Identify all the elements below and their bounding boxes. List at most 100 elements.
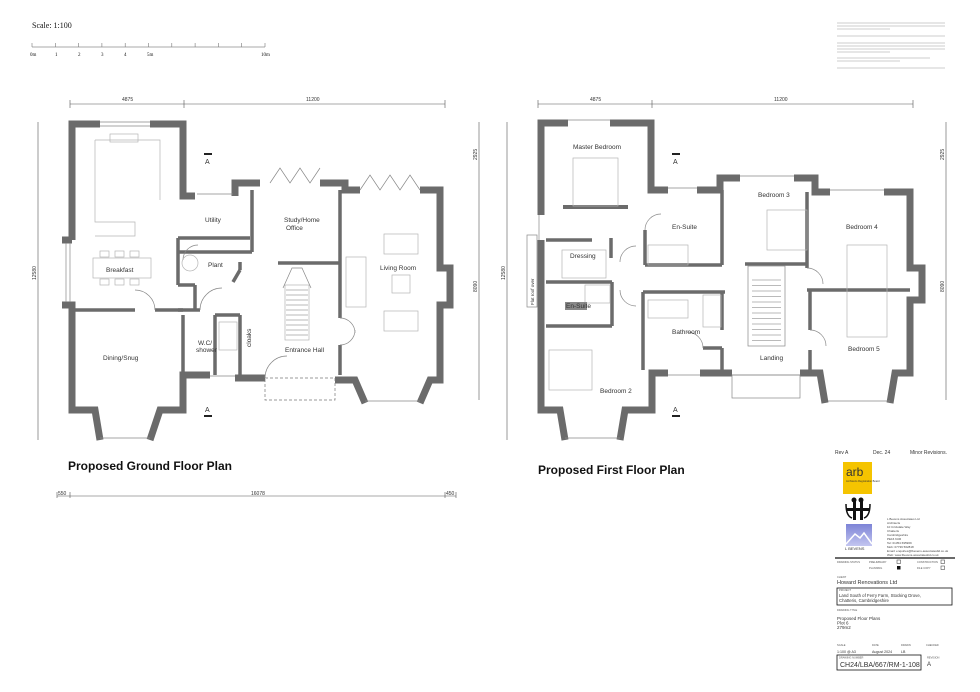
- arb-logo-mark: arb: [846, 465, 864, 479]
- flat-roof-note: Flat roof over: [530, 278, 535, 305]
- room-bathroom: Bathroom: [672, 329, 700, 336]
- room-en-suite-main: En-Suite: [672, 224, 697, 231]
- revision-value: A: [927, 662, 931, 668]
- scale-tick-5: 5m: [147, 53, 154, 58]
- address-line: Cambridgeshire: [887, 533, 909, 537]
- ff-dim-right-bottom: 8090: [940, 281, 946, 292]
- scale-tick-3: 3: [101, 53, 104, 58]
- scale-title: Scale: 1:100: [32, 21, 72, 30]
- room-breakfast: Breakfast: [106, 267, 134, 274]
- drawing-title-2: Plot 6: [837, 621, 849, 626]
- gf-section-marker-bottom: A: [205, 407, 210, 414]
- room-study-2: Office: [286, 225, 303, 232]
- gf-plan-title: Proposed Ground Floor Plan: [68, 459, 232, 473]
- ff-section-marker-bottom: A: [673, 407, 678, 414]
- project-line-1: Land South of Ferry Farm, Stocking Drove…: [839, 593, 921, 598]
- room-dressing: Dressing: [570, 253, 596, 260]
- date-value: August 2024: [872, 650, 892, 654]
- status-file-copy-checkbox[interactable]: [940, 565, 945, 570]
- drawing-number-label: DRAWING NUMBER: [839, 656, 864, 660]
- room-entrance-hall: Entrance Hall: [285, 347, 325, 354]
- ground-floor-plan: 4875 11200 12580 2925 8090: [32, 97, 480, 498]
- room-cloaks: cloaks: [246, 328, 253, 347]
- address-line: Tel: 01354 695969: [887, 541, 912, 545]
- room-living: Living Room: [380, 265, 416, 272]
- drawing-status-label: DRAWING STATUS: [837, 560, 860, 564]
- address-line: Mob: 07739 562818: [887, 545, 914, 549]
- address-line: Chatteris: [887, 529, 900, 533]
- room-wc-shower-2: shower: [196, 347, 218, 354]
- revision-id: Rev A: [835, 450, 849, 456]
- status-file-copy: FILE COPY: [917, 566, 931, 570]
- room-bedroom-2: Bedroom 2: [600, 388, 632, 395]
- scale-tick-4: 4: [124, 53, 127, 58]
- room-plant: Plant: [208, 262, 223, 269]
- project-label: PROJECT: [839, 588, 852, 592]
- gf-dim-top-right: 11200: [306, 97, 320, 103]
- ff-plan-title: Proposed First Floor Plan: [538, 463, 685, 477]
- room-utility: Utility: [205, 217, 222, 224]
- address-line: Architects: [887, 521, 901, 525]
- gf-section-marker-top: A: [205, 159, 210, 166]
- scale-tick-2: 2: [78, 53, 81, 58]
- arb-logo: arb Architects Registration Board: [843, 462, 880, 494]
- room-bedroom-4: Bedroom 4: [846, 224, 878, 231]
- room-bedroom-3: Bedroom 3: [758, 192, 790, 199]
- drawn-label: DRAWN: [901, 643, 911, 647]
- arb-logo-text: Architects Registration Board: [846, 479, 880, 483]
- l-bevens-logo: L BEVENS: [845, 524, 873, 551]
- room-study-1: Study/Home: [284, 217, 320, 224]
- scale-bar: Scale: 1:100 0m 1 2 3 4 5m 10m: [30, 21, 270, 58]
- scale-tick-10: 10m: [261, 53, 270, 58]
- gf-dim-right-top: 2925: [473, 149, 479, 160]
- status-construction-checkbox[interactable]: [940, 559, 945, 564]
- scale-tick-0: 0m: [30, 53, 37, 58]
- scale-tick-1: 1: [55, 53, 58, 58]
- status-preliminary: PRELIMINARY: [869, 560, 887, 564]
- room-wc-shower-1: W.C/: [198, 340, 212, 347]
- drawn-value: LB: [901, 650, 906, 654]
- ff-dim-left: 12580: [501, 266, 507, 280]
- project-line-2: Chatteris, Cambridgeshire: [839, 598, 890, 603]
- ff-dim-top-right: 11200: [774, 97, 788, 103]
- gf-dim-bottom-mid: 16078: [251, 491, 265, 497]
- scale-label: SCALE: [837, 643, 846, 647]
- address-line: 10 Crickdale Way: [887, 525, 911, 529]
- drawing-number: CH24/LBA/667/RM-1-108: [840, 662, 920, 669]
- scale-value: 1:100 @ A3: [837, 650, 856, 654]
- room-master-bedroom: Master Bedroom: [573, 144, 621, 151]
- ff-dim-top-left: 4875: [590, 97, 601, 103]
- room-landing: Landing: [760, 355, 784, 362]
- status-construction: CONSTRUCTION: [917, 560, 938, 564]
- l-bevens-logo-text: L BEVENS: [845, 546, 865, 551]
- room-en-suite-2: En-Suite: [566, 303, 591, 310]
- drawing-title-3: 279m2: [837, 625, 851, 630]
- ff-section-marker-top: A: [673, 159, 678, 166]
- room-dining-snug: Dining/Snug: [103, 355, 139, 362]
- address-line: Web: www.lbevens-associatesltd.co.uk: [887, 553, 939, 557]
- status-planning: PLANNING: [869, 566, 882, 570]
- revision-description: Minor Revisions.: [910, 450, 947, 456]
- gf-dim-bottom-right: 450: [446, 491, 455, 497]
- gf-dim-top-left: 4875: [122, 97, 133, 103]
- gf-dim-bottom-left: 550: [58, 491, 67, 497]
- gf-dim-right-bottom: 8090: [473, 281, 479, 292]
- address-line: Email: enquiries@lbevens-associatesltd.c…: [887, 549, 949, 553]
- general-notes: [837, 22, 945, 69]
- checked-label: CHECKED: [926, 643, 939, 647]
- client-name: Howard Renovations Ltd: [837, 580, 897, 586]
- status-planning-checkbox[interactable]: [897, 566, 901, 570]
- drawing-title-1: Proposed Floor Plans: [837, 616, 881, 621]
- practice-address: L Bevens Associates Ltd Architects 10 Cr…: [887, 517, 949, 557]
- address-line: L Bevens Associates Ltd: [887, 517, 920, 521]
- status-preliminary-checkbox[interactable]: [896, 559, 901, 564]
- date-label: DATE: [872, 643, 879, 647]
- address-line: PE16 6UR: [887, 537, 902, 541]
- crest-logo: [845, 497, 871, 520]
- room-bedroom-5: Bedroom 5: [848, 346, 880, 353]
- client-label: CLIENT: [837, 575, 847, 579]
- first-floor-plan: 4875 11200 12580 2925 8090 Flat roof ove…: [501, 97, 947, 477]
- ff-dim-right-top: 2925: [940, 149, 946, 160]
